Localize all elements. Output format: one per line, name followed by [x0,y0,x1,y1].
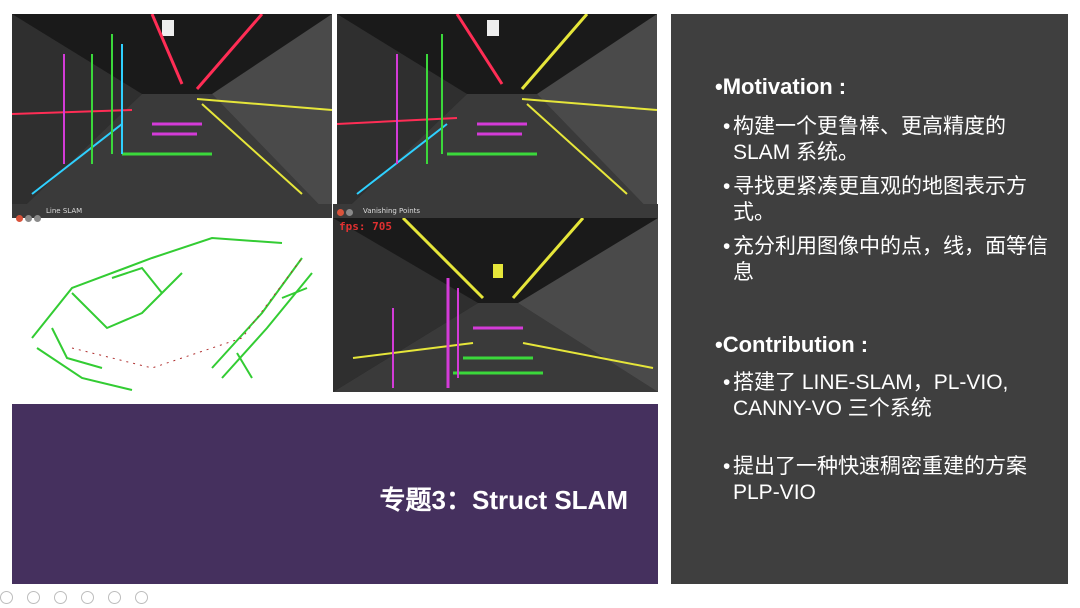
motivation-item-text: 构建一个更鲁棒、更高精度的 SLAM 系统。 [733,115,1006,164]
corridor-vanishing-illustration [333,218,658,392]
bullet-dot: • [723,175,731,198]
window-controls[interactable] [16,207,43,226]
vanishing-points-window: Vanishing Points fps: 705 [333,204,658,392]
corridor-image-vanishing-lines [337,14,657,218]
corridor-illustration [337,14,657,218]
banner-title: 专题3：Struct SLAM [379,485,628,515]
line-map-illustration [12,218,332,394]
bullet-dot: • [723,455,731,478]
window-titlebar: Vanishing Points [333,204,658,218]
motivation-item: • 构建一个更鲁棒、更高精度的 SLAM 系统。 [723,114,1053,166]
contribution-heading: •Contribution : [715,332,869,357]
line-slam-titlebar: Line SLAM [12,204,332,222]
summary-panel: •Motivation : • 构建一个更鲁棒、更高精度的 SLAM 系统。 •… [671,14,1068,584]
line-slam-window-title: Line SLAM [46,207,83,215]
corridor-image-line-detection [12,14,332,218]
bullet-dot: • [723,371,731,394]
line-slam-map-image [12,218,332,394]
fps-label: fps: 705 [339,220,392,233]
slide-navigation-controls[interactable] [0,589,157,608]
nav-prev-icon[interactable] [0,591,13,604]
motivation-item-text: 充分利用图像中的点，线，面等信息 [733,235,1048,284]
contribution-item-text: 搭建了 LINE-SLAM，PL-VIO, CANNY-VO 三个系统 [733,371,1009,420]
topic-banner: 专题3：Struct SLAM [12,404,658,584]
motivation-item: • 寻找更紧凑更直观的地图表示方式。 [723,174,1053,226]
nav-pen-icon[interactable] [54,591,68,604]
corridor-illustration [12,14,332,218]
contribution-item-text: 提出了一种快速稠密重建的方案 PLP-VIO [733,455,1027,504]
bullet-dot: • [723,235,731,258]
vanishing-points-window-title: Vanishing Points [363,207,421,215]
bullet-dot: • [723,115,731,138]
motivation-item: • 充分利用图像中的点，线，面等信息 [723,234,1053,286]
contribution-item: • 提出了一种快速稠密重建的方案 PLP-VIO [723,454,1053,506]
nav-slides-icon[interactable] [81,591,95,604]
motivation-heading: •Motivation : [715,74,847,99]
nav-next-icon[interactable] [27,591,41,604]
motivation-item-text: 寻找更紧凑更直观的地图表示方式。 [733,175,1027,224]
nav-zoom-icon[interactable] [108,591,122,604]
contribution-item: • 搭建了 LINE-SLAM，PL-VIO, CANNY-VO 三个系统 [723,370,1053,422]
nav-more-icon[interactable] [135,591,149,604]
window-controls[interactable] [337,207,355,221]
